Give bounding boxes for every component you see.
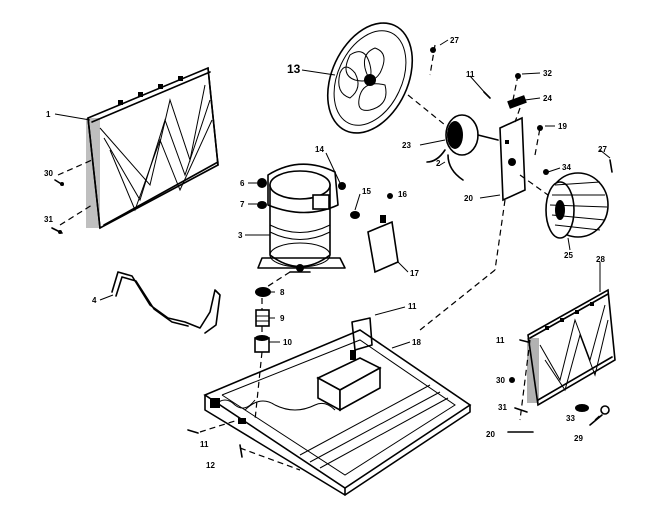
base-wiring: [244, 400, 336, 411]
washer-15: [350, 211, 360, 219]
nut-14: [338, 182, 346, 190]
label-8: 8: [280, 288, 285, 297]
label-11a: 11: [466, 70, 475, 79]
capacitor-cover: [367, 215, 399, 274]
label-29: 29: [574, 434, 583, 443]
label-14: 14: [315, 145, 324, 154]
fan-motor: [426, 114, 499, 181]
label-11b: 11: [408, 302, 417, 311]
label-6: 6: [240, 179, 245, 188]
blower-wheel: [545, 172, 609, 239]
label-10: 10: [283, 338, 292, 347]
label-25: 25: [564, 251, 573, 260]
control-box: [316, 350, 382, 412]
motor-bracket: [499, 116, 526, 202]
compressor: [257, 163, 346, 273]
label-23: 23: [402, 141, 411, 150]
label-33: 33: [566, 414, 575, 423]
leader-lines: [54, 39, 611, 349]
label-20a: 20: [464, 194, 473, 203]
condenser-coil-left: [86, 66, 219, 230]
tube-part-4: [111, 271, 221, 334]
label-32: 32: [543, 69, 552, 78]
label-2: 2: [436, 159, 441, 168]
label-31a: 31: [44, 215, 53, 224]
label-4: 4: [92, 296, 97, 305]
part-9: [255, 309, 270, 327]
label-3: 3: [238, 231, 243, 240]
grommet-6: [257, 178, 267, 188]
label-31b: 31: [498, 403, 507, 412]
label-11c: 11: [496, 336, 505, 345]
label-30b: 30: [496, 376, 505, 385]
label-1: 1: [46, 110, 51, 119]
part-number-labels: 1 30 31 4 6 7 3 8 9 10 13 14 15 16 17 27…: [44, 36, 607, 470]
label-16: 16: [398, 190, 407, 199]
label-27a: 27: [450, 36, 459, 45]
label-24: 24: [543, 94, 552, 103]
label-12: 12: [206, 461, 215, 470]
fasteners: [51, 47, 613, 458]
label-28: 28: [596, 255, 605, 264]
label-27b: 27: [598, 145, 607, 154]
label-20b: 20: [486, 430, 495, 439]
label-30a: 30: [44, 169, 53, 178]
fan-blade-grille: [326, 22, 414, 134]
label-9: 9: [280, 314, 285, 323]
label-7: 7: [240, 200, 245, 209]
label-17: 17: [410, 269, 419, 278]
washer-7: [257, 201, 267, 209]
label-13: 13: [287, 62, 301, 76]
label-34: 34: [562, 163, 571, 172]
evaporator-coil-right: [527, 288, 616, 407]
label-15: 15: [362, 187, 371, 196]
label-19: 19: [558, 122, 567, 131]
label-18: 18: [412, 338, 421, 347]
label-11d: 11: [200, 440, 209, 449]
